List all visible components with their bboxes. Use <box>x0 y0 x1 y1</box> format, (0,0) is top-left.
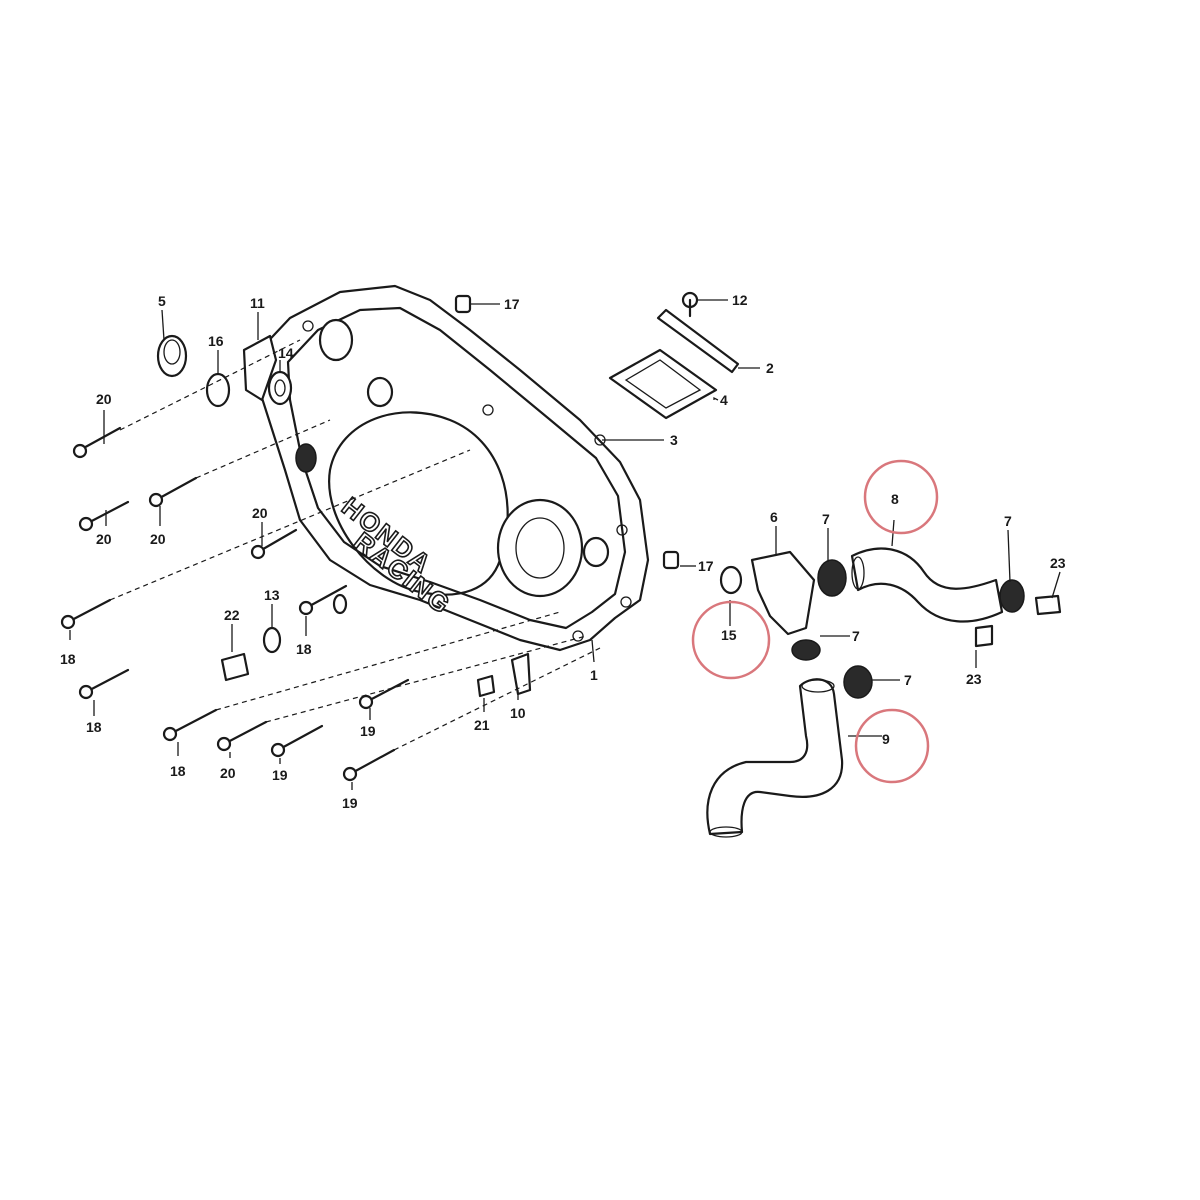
hose-clamp-7d <box>999 579 1025 613</box>
bolt-hole <box>616 524 628 536</box>
callout-6: 6 <box>770 509 778 525</box>
water-hose-8 <box>850 547 1004 623</box>
bolt-23a <box>1034 594 1062 616</box>
callout-3: 3 <box>670 432 678 448</box>
callout-17b: 17 <box>698 558 714 574</box>
hose-clamp-7a <box>817 559 847 597</box>
o-ring-16 <box>205 372 231 408</box>
washer-13 <box>262 626 282 654</box>
callout-20b: 20 <box>96 531 112 547</box>
reed-valve-assembly <box>608 291 740 420</box>
alignment-line <box>265 635 587 723</box>
cover-boss-top2 <box>366 376 394 408</box>
callout-7c: 7 <box>904 672 912 688</box>
dowel-pin <box>332 593 348 615</box>
alignment-line <box>215 611 561 711</box>
bolt-hole <box>572 630 584 642</box>
callout-16: 16 <box>208 333 224 349</box>
alignment-line <box>393 647 601 751</box>
hose-clamp-7b <box>791 639 821 661</box>
callout-23b: 23 <box>966 671 982 687</box>
callout-20d: 20 <box>252 505 268 521</box>
callout-8: 8 <box>891 491 899 507</box>
callout-7a: 7 <box>822 511 830 527</box>
pump-housing <box>496 498 584 598</box>
callout-22: 22 <box>224 607 240 623</box>
cover-boss-right <box>582 536 610 568</box>
bolt-10 <box>510 652 532 696</box>
callout-18d: 18 <box>170 763 186 779</box>
alignment-line <box>195 419 331 479</box>
callout-19c: 19 <box>342 795 358 811</box>
bolt-21 <box>476 674 496 698</box>
callout-21: 21 <box>474 717 490 733</box>
callout-9: 9 <box>882 731 890 747</box>
oil-filler-cap <box>156 334 188 378</box>
pipe-2 <box>656 308 740 374</box>
water-elbow-6 <box>750 550 816 636</box>
bolt-23b <box>974 624 994 648</box>
highlight-circle-15 <box>691 600 771 680</box>
callout-20e: 20 <box>220 765 236 781</box>
callout-18b: 18 <box>296 641 312 657</box>
bolt-hole <box>302 320 314 332</box>
alignment-line <box>109 449 471 601</box>
leader-lines <box>69 299 1061 790</box>
callout-7b: 7 <box>852 628 860 644</box>
callout-labels: 1 2 3 4 5 6 7 7 7 7 8 9 10 11 12 13 14 1… <box>60 292 1066 811</box>
oil-seal <box>295 443 317 473</box>
dowel-17-top <box>454 294 472 314</box>
callout-18a: 18 <box>60 651 76 667</box>
highlight-circle-9 <box>854 708 930 784</box>
pump-housing-inner <box>515 517 565 579</box>
callout-13: 13 <box>264 587 280 603</box>
callout-23a: 23 <box>1050 555 1066 571</box>
drain-plug-22 <box>220 652 250 682</box>
callout-7d: 7 <box>1004 513 1012 529</box>
hose-clamp-7c <box>843 665 873 699</box>
callout-2: 2 <box>766 360 774 376</box>
bolt-set <box>60 426 410 782</box>
callout-19b: 19 <box>272 767 288 783</box>
bolt-hole <box>620 596 632 608</box>
callout-20c: 20 <box>150 531 166 547</box>
callout-5: 5 <box>158 293 166 309</box>
callout-10: 10 <box>510 705 526 721</box>
gasket-4 <box>608 348 718 420</box>
callout-4: 4 <box>720 392 728 408</box>
callout-19a: 19 <box>360 723 376 739</box>
callout-17a: 17 <box>504 296 520 312</box>
crankcase-cover: HONDA RACING <box>256 284 650 652</box>
callout-1: 1 <box>590 667 598 683</box>
callout-15: 15 <box>721 627 737 643</box>
callout-18c: 18 <box>86 719 102 735</box>
bracket-11 <box>242 334 278 402</box>
bolt-hole <box>482 404 494 416</box>
water-hose-9 <box>706 678 844 836</box>
highlight-circle-8 <box>863 459 939 535</box>
alignment-line <box>119 339 301 431</box>
oil-seal-14 <box>267 370 293 406</box>
o-ring-15 <box>719 565 743 595</box>
dowel-17-mid <box>662 550 680 570</box>
callout-12: 12 <box>732 292 748 308</box>
cover-boss-top <box>318 318 354 362</box>
cover-gasket-outline <box>256 284 650 652</box>
callout-20a: 20 <box>96 391 112 407</box>
callout-14: 14 <box>278 345 294 361</box>
callout-11: 11 <box>250 295 265 311</box>
